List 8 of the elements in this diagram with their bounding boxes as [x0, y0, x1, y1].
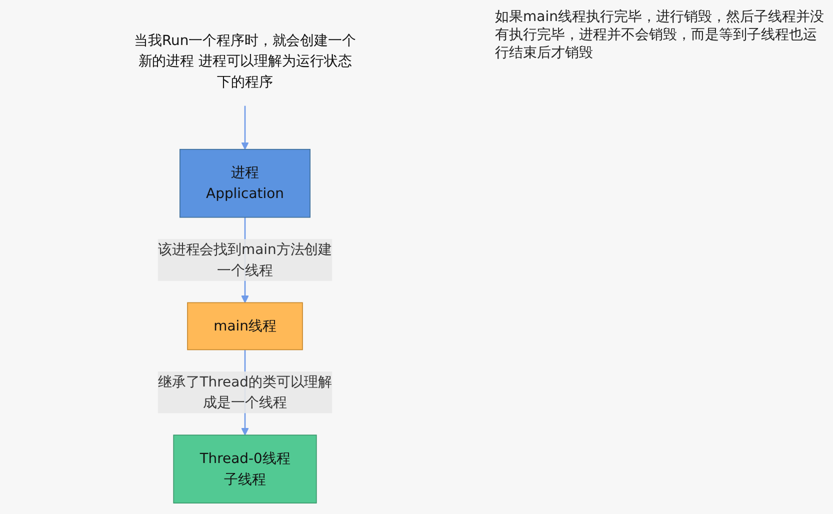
edge-label: 该进程会找到main方法创建一个线程: [158, 240, 332, 278]
edge-label: 继承了Thread的类可以理解成是一个线程: [158, 373, 332, 411]
node-box: Thread-0线程 子线程: [173, 434, 317, 504]
node-box: 进程 Application: [180, 148, 310, 218]
node-box: main线程: [187, 302, 303, 350]
note-text: 如果main线程执行完毕，进行销毁，然后子线程并没有执行完毕，进程并不会销毁，而是等到子线程也运行结束后才销毁: [495, 8, 825, 62]
node-text: 当我Run一个程序时，就会创建一个新的进程 进程可以理解为运行状态下的程序: [134, 32, 356, 90]
arrow: [241, 106, 249, 150]
